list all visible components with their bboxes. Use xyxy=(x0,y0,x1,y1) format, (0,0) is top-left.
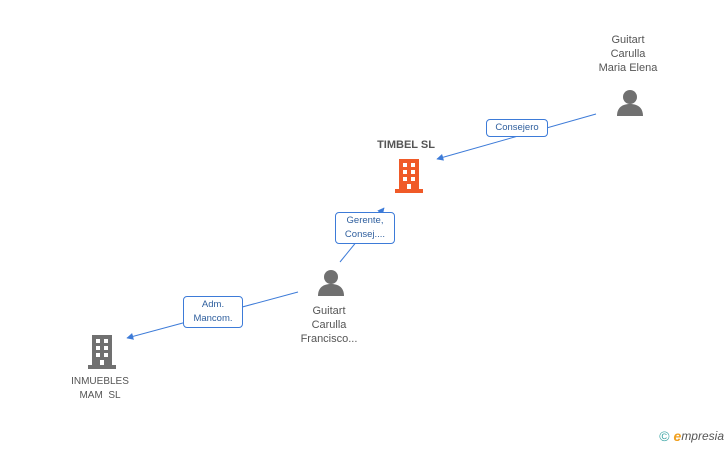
building-icon[interactable] xyxy=(86,335,118,369)
brand-e: e xyxy=(673,428,682,444)
edge-label-gerente-line-2: Consej.... xyxy=(344,229,386,240)
person-top-line-1: Guitart xyxy=(611,34,645,46)
edge-label-adm[interactable]: Adm. Mancom. xyxy=(183,296,243,328)
edge-label-adm-line-2: Mancom. xyxy=(193,313,233,324)
person-mid-label[interactable]: Guitart Carulla Francisco... xyxy=(279,304,379,346)
empresia-logo: © e mpresia xyxy=(659,428,724,444)
copyright-icon: © xyxy=(659,428,670,444)
person-top-label[interactable]: Guitart Carulla Maria Elena xyxy=(578,33,678,75)
brand-rest: mpresia xyxy=(681,429,724,443)
edge-label-adm-line-1: Adm. xyxy=(201,299,225,310)
building-icon[interactable] xyxy=(393,159,425,193)
edge-label-gerente-line-1: Gerente, xyxy=(346,215,384,226)
company-bottom-line-1: INMUEBLES xyxy=(71,376,129,387)
edge-label-gerente[interactable]: Gerente, Consej.... xyxy=(335,212,395,244)
person-mid-line-3: Francisco... xyxy=(300,333,358,345)
person-top-line-3: Maria Elena xyxy=(598,62,658,74)
edge-label-consejero-text: Consejero xyxy=(495,122,539,133)
company-main-label[interactable]: TIMBEL SL xyxy=(377,139,435,151)
person-icon[interactable] xyxy=(615,88,645,116)
company-bottom-line-2: MAM SL xyxy=(79,390,121,401)
person-mid-line-1: Guitart xyxy=(312,305,346,317)
company-bottom-label[interactable]: INMUEBLES MAM SL xyxy=(50,375,150,403)
person-icon[interactable] xyxy=(316,268,346,296)
person-top-line-2: Carulla xyxy=(610,48,646,60)
edge-label-consejero[interactable]: Consejero xyxy=(486,119,548,137)
person-mid-line-2: Carulla xyxy=(311,319,347,331)
